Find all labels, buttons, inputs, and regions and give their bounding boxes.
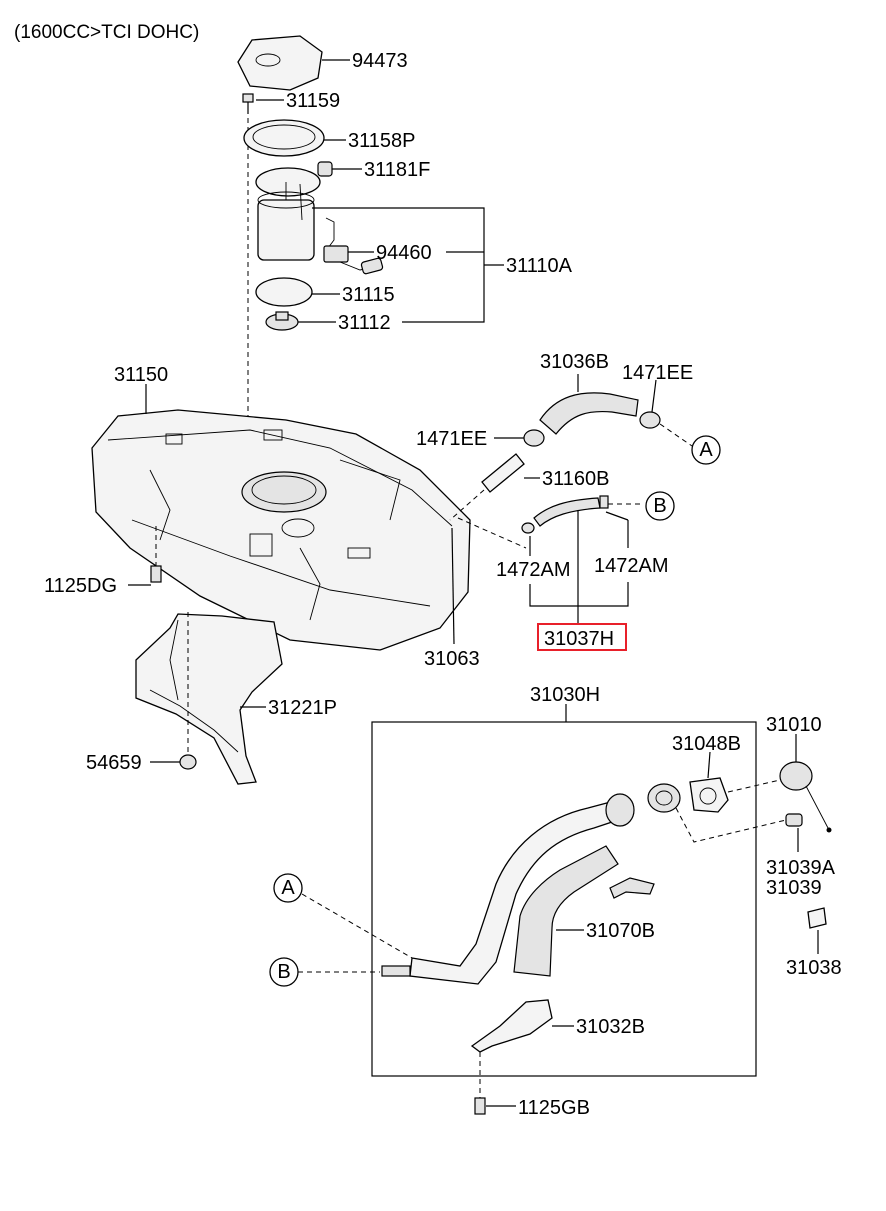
connector-b-top[interactable]: B [645, 491, 675, 521]
part-31115-filter[interactable] [255, 277, 313, 307]
highlight-box-31037H [537, 623, 627, 651]
part-31036B-hose[interactable] [539, 392, 639, 435]
part-31039A-clip[interactable] [785, 813, 803, 827]
connector-b-bottom[interactable]: B [269, 957, 299, 987]
part-31032B-bracket[interactable] [470, 999, 553, 1053]
label-31037H[interactable]: 31037H [544, 628, 614, 650]
part-1471EE-clamp-left[interactable] [523, 429, 545, 447]
label-94473[interactable]: 94473 [352, 50, 408, 72]
label-1472AM-left[interactable]: 1472AM [496, 559, 571, 581]
label-31010[interactable]: 31010 [766, 714, 822, 736]
fuel-pump-module[interactable] [255, 167, 321, 261]
filler-neck-pipe[interactable] [409, 793, 635, 985]
part-31158P-gasket-ring[interactable] [243, 119, 325, 157]
part-1125DG-bolt[interactable] [150, 526, 162, 583]
part-31010-fuel-cap[interactable] [779, 761, 832, 833]
connector-a-top-letter: A [699, 439, 713, 461]
part-94473-cover-plate[interactable] [237, 35, 323, 91]
connector-a-top[interactable]: A [691, 435, 721, 465]
connector-a-bottom-letter: A [281, 877, 295, 899]
part-31037H-vent-hose[interactable] [521, 495, 609, 534]
label-31112[interactable]: 31112 [338, 312, 391, 334]
label-31063[interactable]: 31063 [424, 648, 480, 670]
label-31030H[interactable]: 31030H [530, 684, 600, 706]
label-31181F[interactable]: 31181F [364, 159, 430, 181]
connector-a-bottom[interactable]: A [273, 873, 303, 903]
filler-neck-adapter[interactable] [647, 783, 681, 813]
part-31159-bolt[interactable] [242, 93, 254, 114]
part-31221P-heat-shield[interactable] [135, 613, 283, 785]
label-31158P[interactable]: 31158P [348, 130, 415, 152]
part-31181F-fitting[interactable] [317, 161, 333, 177]
label-1471EE-left[interactable]: 1471EE [416, 428, 487, 450]
part-94460-fuel-sender[interactable] [323, 217, 384, 275]
label-31048B[interactable]: 31048B [672, 733, 741, 755]
label-31150[interactable]: 31150 [114, 364, 168, 386]
vent-line-end[interactable] [381, 965, 411, 977]
label-31039A[interactable]: 31039A [766, 857, 836, 879]
label-1471EE-right[interactable]: 1471EE [622, 362, 693, 384]
part-31070B-hose[interactable] [513, 845, 619, 977]
part-31112-strainer[interactable] [265, 311, 299, 331]
bracket-1472AM [529, 582, 629, 607]
label-31221P[interactable]: 31221P [268, 697, 337, 719]
engine-variant-note: (1600CC>TCI DOHC) [14, 22, 199, 43]
label-94460[interactable]: 94460 [376, 242, 432, 264]
label-31160B[interactable]: 31160B [542, 468, 609, 490]
part-31048B-gasket[interactable] [689, 777, 729, 813]
hose-clip[interactable] [609, 877, 655, 899]
part-1125GB-bolt[interactable] [474, 1052, 486, 1115]
part-31038-label-plate[interactable] [807, 907, 827, 929]
label-31115[interactable]: 31115 [342, 284, 395, 306]
label-1125GB[interactable]: 1125GB [518, 1097, 590, 1119]
label-54659[interactable]: 54659 [86, 752, 142, 774]
label-1125DG[interactable]: 1125DG [44, 575, 117, 597]
label-31039[interactable]: 31039 [766, 877, 822, 899]
box-31030H-filler-neck-assembly [371, 721, 757, 1077]
part-31160B-pipe[interactable] [481, 453, 525, 493]
part-31150-fuel-tank[interactable] [91, 409, 471, 651]
connector-b-bottom-letter: B [277, 961, 290, 983]
label-31110A[interactable]: 31110A [506, 255, 573, 277]
label-31038[interactable]: 31038 [786, 957, 842, 979]
label-1472AM-right[interactable]: 1472AM [594, 555, 669, 577]
label-31159[interactable]: 31159 [286, 90, 340, 112]
part-1471EE-clamp-right[interactable] [639, 411, 661, 429]
label-31036B[interactable]: 31036B [540, 351, 609, 373]
label-31032B[interactable]: 31032B [576, 1016, 645, 1038]
bracket-31110A [312, 207, 485, 323]
connector-b-top-letter: B [653, 495, 666, 517]
label-31070B[interactable]: 31070B [586, 920, 655, 942]
